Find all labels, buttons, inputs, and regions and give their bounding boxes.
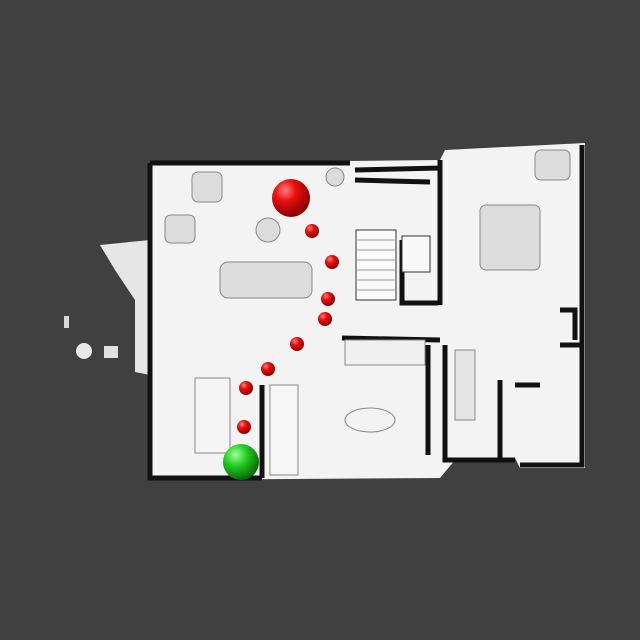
furniture [164,149,571,476]
goal-marker [272,179,310,217]
floor-area [64,143,585,480]
bed [479,204,541,271]
staircase [355,229,431,301]
armchair [191,171,223,203]
path-waypoint [237,420,251,434]
plant [325,167,345,187]
table [255,217,281,243]
path-waypoint [239,381,253,395]
path-waypoint [290,337,304,351]
rug [344,407,396,433]
counter [269,384,299,476]
path-waypoint [321,292,335,306]
counter [344,339,426,366]
sofa [219,261,313,299]
chair [534,149,571,181]
path-waypoint [305,224,319,238]
path-waypoint [325,255,339,269]
path-waypoint [318,312,332,326]
bathroom-fixture [454,349,476,421]
armchair [164,214,196,244]
start-marker [223,444,259,480]
navigation-path [223,179,339,480]
path-waypoint [261,362,275,376]
dining-table [194,377,231,454]
